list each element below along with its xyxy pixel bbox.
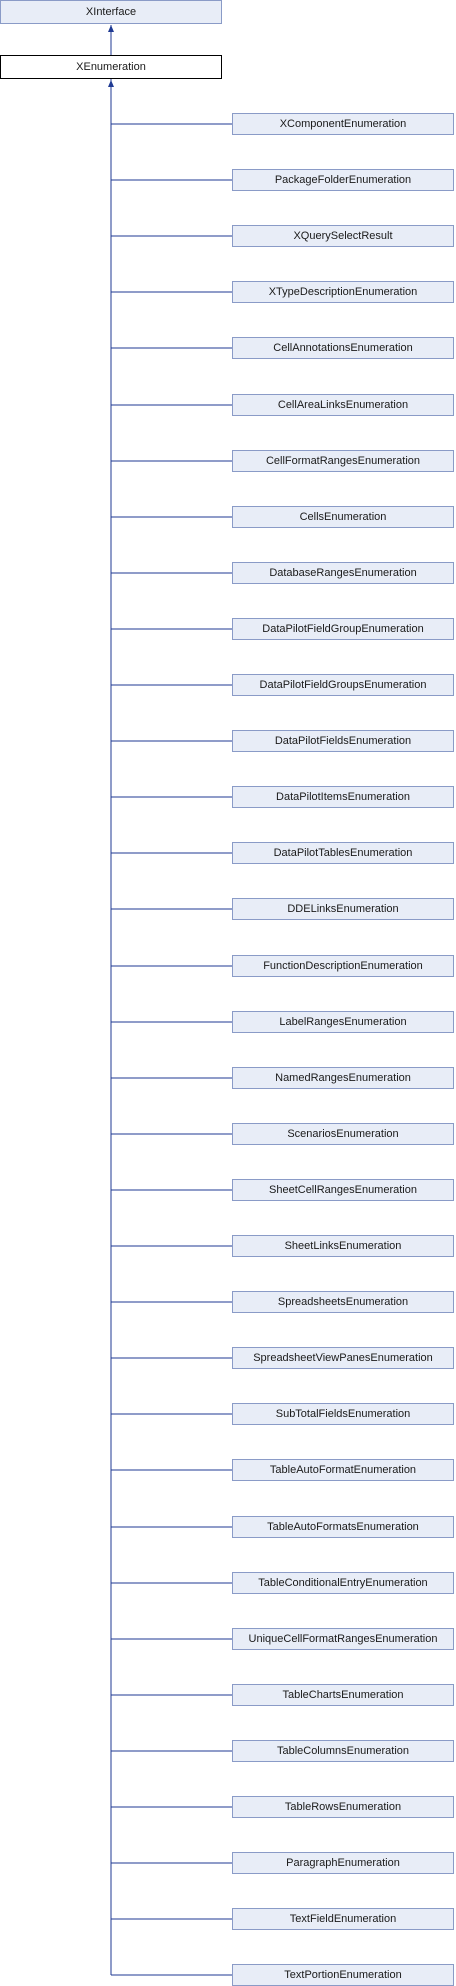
node-data-pilot-field-group-enumeration[interactable]: DataPilotFieldGroupEnumeration xyxy=(232,618,454,640)
node-table-rows-enumeration[interactable]: TableRowsEnumeration xyxy=(232,1796,454,1818)
node-cell-area-links-enumeration[interactable]: CellAreaLinksEnumeration xyxy=(232,394,454,416)
node-sheet-cell-ranges-enumeration[interactable]: SheetCellRangesEnumeration xyxy=(232,1179,454,1201)
node-xenumeration[interactable]: XEnumeration xyxy=(0,55,222,79)
node-sheet-links-enumeration[interactable]: SheetLinksEnumeration xyxy=(232,1235,454,1257)
node-cells-enumeration[interactable]: CellsEnumeration xyxy=(232,506,454,528)
node-scenarios-enumeration[interactable]: ScenariosEnumeration xyxy=(232,1123,454,1145)
node-label-ranges-enumeration[interactable]: LabelRangesEnumeration xyxy=(232,1011,454,1033)
node-function-description-enumeration[interactable]: FunctionDescriptionEnumeration xyxy=(232,955,454,977)
node-table-charts-enumeration[interactable]: TableChartsEnumeration xyxy=(232,1684,454,1706)
node-spreadsheet-view-panes-enumeration[interactable]: SpreadsheetViewPanesEnumeration xyxy=(232,1347,454,1369)
node-data-pilot-fields-enumeration[interactable]: DataPilotFieldsEnumeration xyxy=(232,730,454,752)
node-spreadsheets-enumeration[interactable]: SpreadsheetsEnumeration xyxy=(232,1291,454,1313)
node-table-auto-format-enumeration[interactable]: TableAutoFormatEnumeration xyxy=(232,1459,454,1481)
arrow-to-xenumeration xyxy=(108,80,114,87)
node-text-field-enumeration[interactable]: TextFieldEnumeration xyxy=(232,1908,454,1930)
node-unique-cell-format-ranges-enumeration[interactable]: UniqueCellFormatRangesEnumeration xyxy=(232,1628,454,1650)
node-named-ranges-enumeration[interactable]: NamedRangesEnumeration xyxy=(232,1067,454,1089)
node-xtype-description-enumeration[interactable]: XTypeDescriptionEnumeration xyxy=(232,281,454,303)
node-cell-annotations-enumeration[interactable]: CellAnnotationsEnumeration xyxy=(232,337,454,359)
node-table-auto-formats-enumeration[interactable]: TableAutoFormatsEnumeration xyxy=(232,1516,454,1538)
node-data-pilot-field-groups-enumeration[interactable]: DataPilotFieldGroupsEnumeration xyxy=(232,674,454,696)
node-xquery-select-result[interactable]: XQuerySelectResult xyxy=(232,225,454,247)
node-sub-total-fields-enumeration[interactable]: SubTotalFieldsEnumeration xyxy=(232,1403,454,1425)
node-xcomponent-enumeration[interactable]: XComponentEnumeration xyxy=(232,113,454,135)
node-table-columns-enumeration[interactable]: TableColumnsEnumeration xyxy=(232,1740,454,1762)
arrow-to-xinterface xyxy=(108,25,114,32)
node-cell-format-ranges-enumeration[interactable]: CellFormatRangesEnumeration xyxy=(232,450,454,472)
node-text-portion-enumeration[interactable]: TextPortionEnumeration xyxy=(232,1964,454,1986)
node-data-pilot-tables-enumeration[interactable]: DataPilotTablesEnumeration xyxy=(232,842,454,864)
node-package-folder-enumeration[interactable]: PackageFolderEnumeration xyxy=(232,169,454,191)
node-data-pilot-items-enumeration[interactable]: DataPilotItemsEnumeration xyxy=(232,786,454,808)
node-table-conditional-entry-enumeration[interactable]: TableConditionalEntryEnumeration xyxy=(232,1572,454,1594)
node-ddelinks-enumeration[interactable]: DDELinksEnumeration xyxy=(232,898,454,920)
node-paragraph-enumeration[interactable]: ParagraphEnumeration xyxy=(232,1852,454,1874)
node-xinterface[interactable]: XInterface xyxy=(0,0,222,24)
node-database-ranges-enumeration[interactable]: DatabaseRangesEnumeration xyxy=(232,562,454,584)
